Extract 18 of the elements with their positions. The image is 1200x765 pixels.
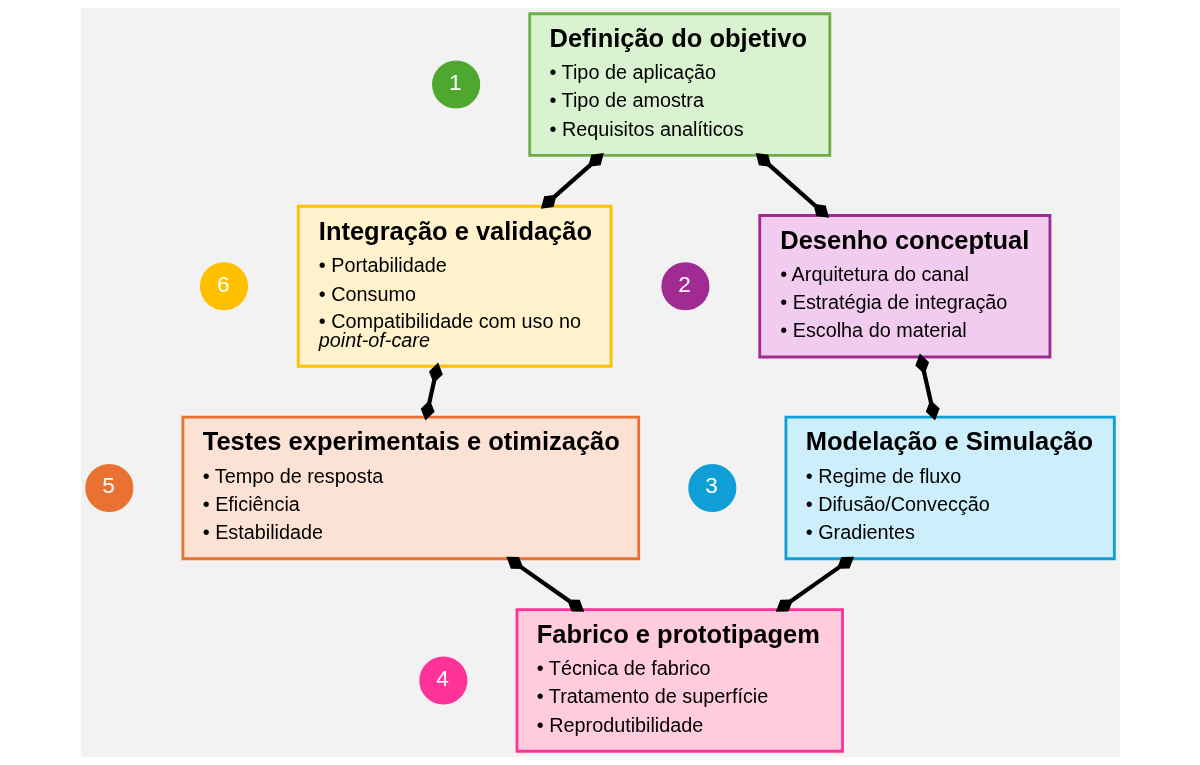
node-box: Fabrico e prototipagem • Técnica de fabrico • Tratamento de superfície • Reprodutibilidade [515, 608, 844, 753]
connector [505, 556, 584, 612]
node-circle: 5 [84, 463, 133, 513]
node-circle: 6 [199, 262, 248, 311]
node-box: Integração e validação • Portabilidade • Consumo • Compatibilidade com uso no point-of-care [296, 204, 613, 368]
node-box: Modelação e Simulação • Regime de fluxo • Difusão/Convecção • Gradientes [784, 415, 1116, 561]
node-circle: 1 [431, 60, 480, 109]
connector [420, 362, 443, 421]
node-circle: 2 [660, 262, 709, 311]
node-box: Testes experimentais e otimização • Tempo de resposta • Eficiência • Estabilidade [181, 415, 640, 561]
node-box: Definição do objetivo • Tipo de aplicação • Tipo de amostra • Requisitos analíticos [527, 12, 831, 157]
node-circle: 3 [687, 463, 736, 513]
node-box: Desenho conceptual • Arquitetura do canal • Estratégia de integração • Escolha do material [757, 214, 1051, 359]
connector [540, 152, 604, 209]
connector [755, 152, 829, 218]
node-circle: 4 [418, 656, 467, 705]
connector [775, 556, 854, 612]
connector [914, 353, 940, 421]
